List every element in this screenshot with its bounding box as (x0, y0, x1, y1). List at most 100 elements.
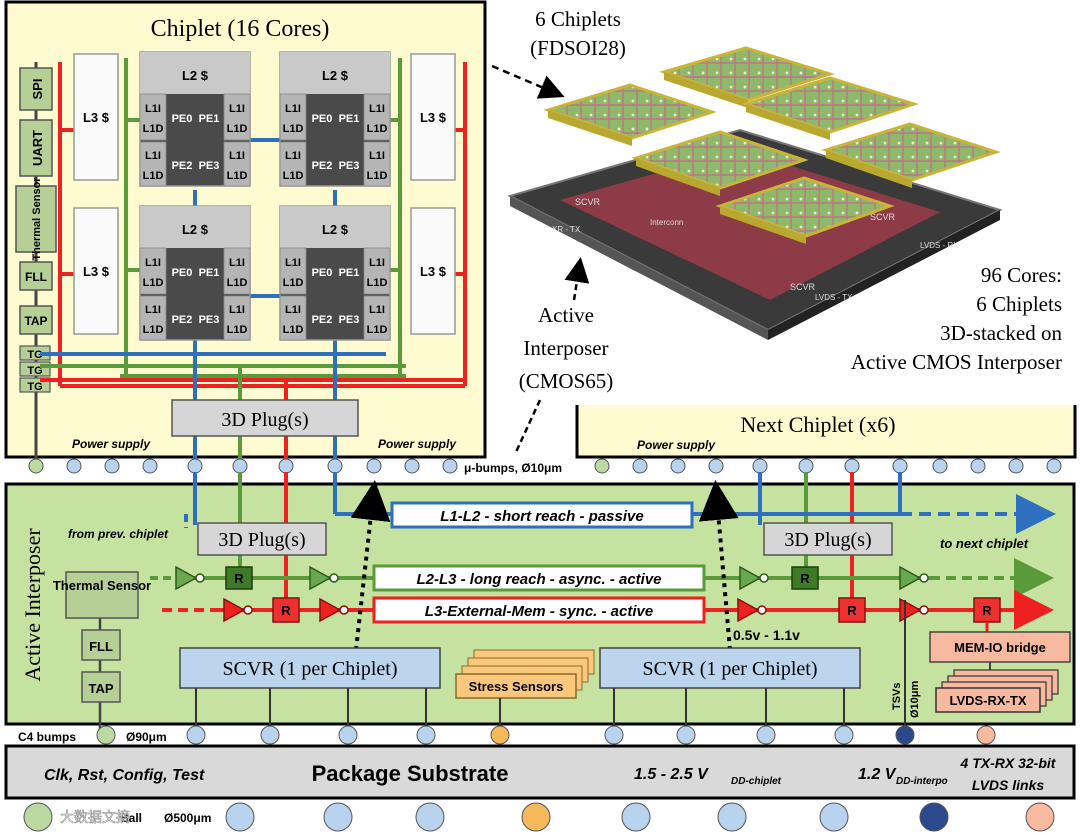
l1i-label: L1I (285, 257, 301, 269)
red-router-label: R (982, 603, 992, 618)
fll-label: FLL (25, 270, 47, 284)
chiplet-3d-plug-label: 3D Plug(s) (221, 409, 308, 431)
fll-block (19, 261, 53, 291)
chiplet-3d-plug (171, 399, 359, 437)
l1i-label: L1I (285, 304, 301, 316)
l1i-label: L1I (369, 150, 385, 162)
l1d-label: L1D (367, 170, 388, 182)
interposer-3d-plug-right-label: 3D Plug(s) (784, 529, 871, 551)
l2-label: L2 $ (322, 68, 349, 83)
spi-label: SPI (30, 79, 45, 100)
l1i-label: L1I (229, 103, 245, 115)
stacked-chiplet-2 (658, 46, 836, 108)
c4-bumps-label: C4 bumps (18, 730, 76, 744)
l3mem-label: L3-External-Mem - sync. - active (425, 603, 653, 620)
pe2-label: PE2 (312, 160, 333, 172)
interposer-3d-plug-right (763, 522, 893, 556)
pe1-label: PE1 (199, 113, 220, 125)
micro-bumps-row (28, 458, 1062, 474)
l3-label-bottom-right: L3 $ (420, 264, 447, 279)
stack-label-scvr-1: SCVR (575, 197, 601, 207)
green-router-label: R (234, 571, 244, 586)
green-buffer-icon (739, 565, 762, 591)
l2-label: L2 $ (322, 222, 349, 237)
to-next-chiplet-label: to next chiplet (940, 536, 1029, 551)
substrate-left-label: Clk, Rst, Config, Test (44, 767, 205, 784)
stacked-chip-illustration: SCVR SCVR SCVR Interconn LVDS - TX LVDS … (507, 46, 1003, 340)
substrate-title: Package Substrate (312, 761, 509, 786)
pe1-label: PE1 (339, 267, 360, 279)
chiplet-block: Chiplet (16 Cores) SPI UART Thermal Sens… (4, 0, 487, 465)
summary-line4: Active CMOS Interposer (851, 350, 1062, 374)
red-router-2 (838, 597, 866, 623)
lvds-links-line1: 4 TX-RX 32-bit (960, 755, 1057, 771)
l1i-label: L1I (145, 257, 161, 269)
next-chiplet-title: Next Chiplet (x6) (740, 412, 895, 437)
l1d-label: L1D (283, 324, 304, 336)
interposer-thermal-sensor-label: Thermal Sensor (53, 578, 151, 593)
chiplets-callout-arrow (491, 64, 565, 99)
vdd-chiplet-subscript: DD-chiplet (731, 776, 782, 787)
interposer-callout-arrow (564, 257, 590, 301)
stack-label-scvr-3: SCVR (790, 282, 816, 292)
pe2-label: PE2 (172, 160, 193, 172)
tsv-size-label: Ø10μm (909, 680, 921, 718)
vdd-chiplet-label: 1.5 - 2.5 V (634, 766, 709, 783)
chiplets-callout-line2: (FDSOI28) (530, 36, 626, 60)
green-router-label: R (800, 571, 810, 586)
tg-label-1: TG (27, 349, 42, 361)
l1i-label: L1I (229, 304, 245, 316)
l2-label: L2 $ (182, 222, 209, 237)
stacked-chiplet-5 (821, 122, 1001, 188)
l1d-label: L1D (227, 324, 248, 336)
l1i-label: L1I (285, 103, 301, 115)
c4-bumps-row (96, 725, 996, 745)
interposer-thermal-sensor-block (65, 571, 139, 619)
pe0-label: PE0 (312, 267, 333, 279)
core-cluster-1: L2 $ L1I L1D L1I L1D L1I L1D L1I L1D PE0… (139, 51, 251, 187)
l1i-label: L1I (145, 150, 161, 162)
scvr-legs (195, 688, 845, 730)
pe3-label: PE3 (339, 160, 360, 172)
scvr-right-label: SCVR (1 per Chiplet) (643, 658, 818, 680)
summary-line2: 6 Chiplets (976, 292, 1062, 316)
active-interposer-block: Active Interposer L1-L2 - short reach - … (4, 472, 1076, 732)
chiplet-title: Chiplet (16 Cores) (151, 16, 330, 42)
l3-label-bottom-left: L3 $ (83, 264, 110, 279)
l1d-label: L1D (143, 277, 164, 289)
uart-block (19, 119, 53, 177)
pe3-label: PE3 (199, 160, 220, 172)
scvr-left-label: SCVR (1 per Chiplet) (223, 658, 398, 680)
tg-label-2: TG (27, 365, 42, 377)
l1d-label: L1D (143, 123, 164, 135)
stress-sensors-stack: Stress Sensors (455, 649, 595, 730)
l1i-label: L1I (285, 150, 301, 162)
next-chiplet-block: Next Chiplet (x6) Power supply (575, 405, 1077, 459)
ball-row (23, 802, 1055, 832)
l1d-label: L1D (227, 170, 248, 182)
stack-label-lvds-tx: LVDS - TX (815, 293, 853, 302)
pe3-label: PE3 (199, 314, 220, 326)
l3-cache-bottom-left (73, 207, 119, 335)
l1d-label: L1D (283, 123, 304, 135)
red-buffer-icon (737, 597, 760, 623)
l1d-label: L1D (143, 170, 164, 182)
l1d-label: L1D (227, 123, 248, 135)
lvds-stack: LVDS-RX-TX (935, 669, 1059, 713)
green-router-right (791, 566, 819, 590)
l1i-label: L1I (229, 150, 245, 162)
l1i-label: L1I (145, 103, 161, 115)
vdd-interpo-subscript: DD-interpo (896, 776, 948, 787)
substrate-outline (4, 744, 1076, 800)
uart-label: UART (30, 130, 45, 166)
mem-io-bridge-label: MEM-IO bridge (954, 640, 1046, 655)
l2l3-buffers (175, 565, 929, 591)
interposer-fll-block (81, 629, 121, 661)
tg-label-3: TG (27, 381, 42, 393)
l1d-label: L1D (367, 277, 388, 289)
package-substrate-block: Clk, Rst, Config, Test Package Substrate… (4, 744, 1076, 800)
pe3-label: PE3 (339, 314, 360, 326)
chiplet-wiring (40, 58, 467, 465)
chiplet-power-supply-right: Power supply (378, 437, 457, 451)
green-buffer-icon (899, 565, 922, 591)
